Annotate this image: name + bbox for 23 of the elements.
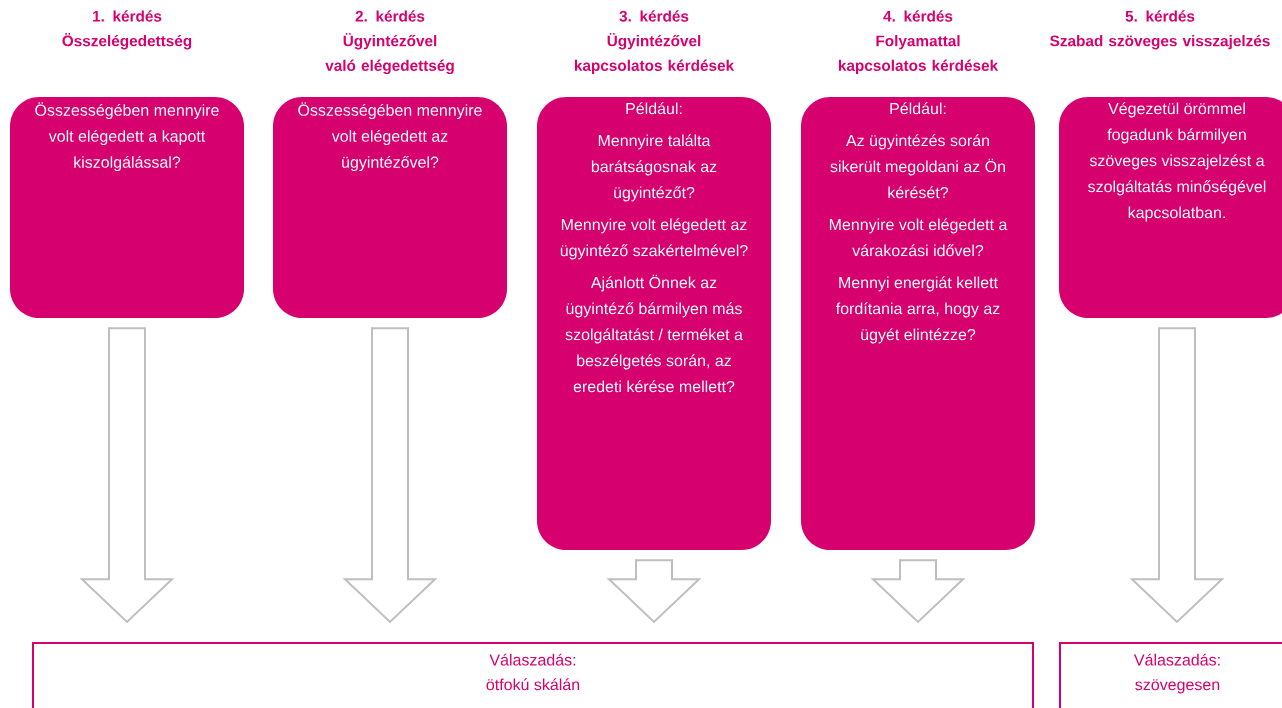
heading-text: 4. kérdés Folyamattal kapcsolatos kérdések <box>838 10 999 74</box>
question-text: Például: <box>890 102 946 115</box>
block-arrow <box>1129 327 1225 624</box>
question-text: Összességében mennyire volt elégedett a kapott kiszolgálással? <box>35 102 219 172</box>
heading-text: 5. kérdés Szabad szöveges visszajelzés <box>1050 10 1270 50</box>
question-text: Mennyi energiát kellett fordítania arra, hogy az ügyét elintézze? <box>835 276 1000 344</box>
question-text: Például: <box>626 102 682 115</box>
answer-box: Válaszadás: szövegesen <box>1059 642 1282 708</box>
question-text: Az ügyintézés során sikerült megoldani az Ön kérését? <box>830 134 1005 199</box>
heading-text: 3. kérdés Ügyintézővel kapcsolatos kérdések <box>574 10 735 74</box>
question-text: Összességében mennyire volt elégedett az ügyintézővel? <box>298 102 482 172</box>
question-text: Végezetül örömmel fogadunk bármilyen szöveges visszajelzést a szolgáltatás minőségével kapcsolatban. <box>1088 102 1266 222</box>
question-text: Mennyire volt elégedett a várakozási idővel? <box>829 218 1008 257</box>
answer-box: Válaszadás: ötfokú skálán <box>32 642 1034 708</box>
block-arrow <box>342 327 438 624</box>
question-text: Mennyire volt elégedett az ügyintéző szakértelmével? <box>560 218 748 260</box>
block-arrow <box>79 327 175 624</box>
block-arrow <box>870 559 966 624</box>
heading-text: 1. kérdés Összelégedettség <box>62 10 192 50</box>
heading-text: 2. kérdés Ügyintézővel való elégedettség <box>325 10 454 75</box>
block-arrow <box>606 559 702 624</box>
question-text: Mennyire találta barátságosnak az ügyintézőt? <box>591 134 717 202</box>
question-text: Ajánlott Önnek az ügyintéző bármilyen más szolgáltatást / terméket a beszélgetés során, az eredeti kérése mellett? <box>565 274 743 393</box>
